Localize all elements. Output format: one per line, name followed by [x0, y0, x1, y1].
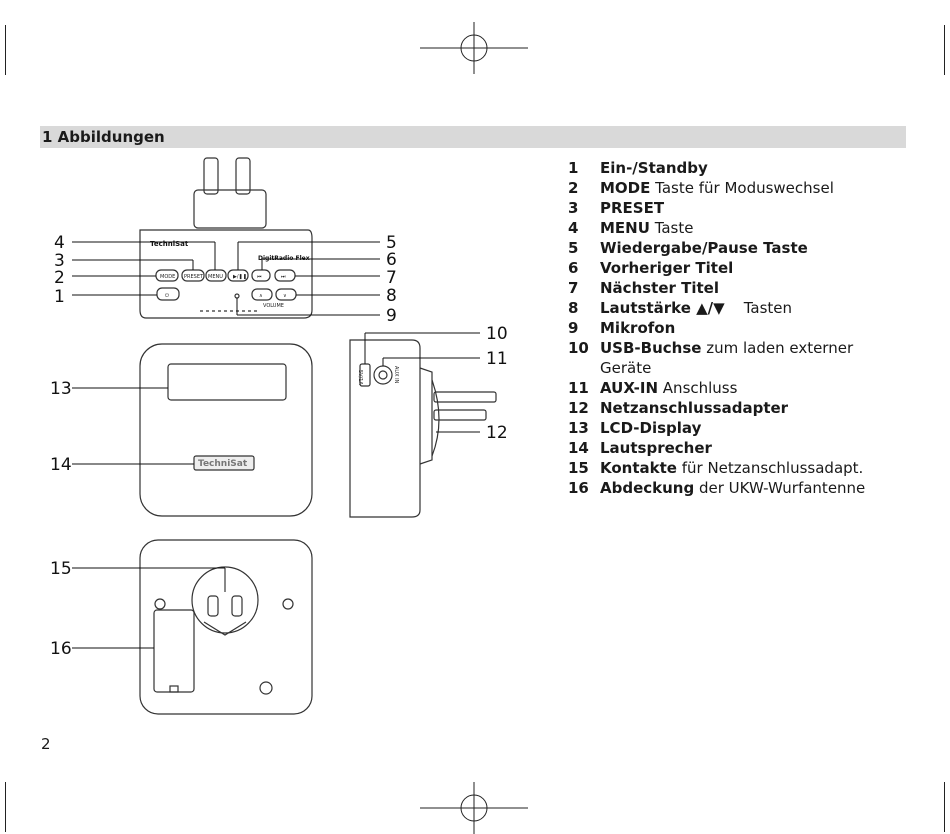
- microphone-hole: [234, 293, 240, 299]
- callout-4: 4: [54, 233, 65, 253]
- socket-contacts: [191, 566, 259, 634]
- callout-15: 15: [50, 559, 72, 579]
- volume-down-label: ∨: [283, 293, 287, 299]
- usb-port-label: 5V/1A: [357, 370, 363, 385]
- prev-button-label: ⏮: [257, 274, 262, 280]
- callout-6: 6: [386, 250, 397, 270]
- callout-2: 2: [54, 268, 65, 288]
- section-title: 1 Abbildungen: [42, 128, 165, 146]
- side-plug-body: [419, 367, 433, 465]
- brand-label-front: TechniSat: [198, 459, 248, 469]
- callout-1: 1: [54, 287, 65, 307]
- section-header-bar: 1 Abbildungen: [40, 126, 906, 148]
- menu-button: [205, 269, 227, 282]
- volume-up-button: [251, 288, 273, 301]
- registration-mark-top: [420, 22, 528, 74]
- side-plug-prong-2: [433, 409, 487, 421]
- crop-mark-top-right: [944, 25, 945, 75]
- power-button: [156, 287, 180, 301]
- power-button-label: ⏻: [165, 293, 169, 299]
- volume-up-label: ∧: [259, 293, 263, 299]
- back-view-housing: [139, 539, 313, 715]
- menu-button-label: MENU: [208, 274, 223, 280]
- plug-prong-right: [235, 157, 251, 195]
- callout-14: 14: [50, 455, 72, 475]
- play-pause-button-label: ▶/❚❚: [233, 274, 247, 280]
- callout-9: 9: [386, 306, 397, 326]
- registration-mark-bottom: [420, 782, 528, 834]
- page-number: 2: [41, 735, 51, 753]
- callout-10: 10: [486, 324, 508, 344]
- volume-label: VOLUME: [263, 303, 284, 309]
- next-button-label: ⏭: [281, 274, 286, 280]
- callout-3: 3: [54, 251, 65, 271]
- callout-5: 5: [386, 233, 397, 253]
- aux-port-outer: [373, 365, 393, 385]
- crop-mark-bottom-left: [5, 782, 6, 832]
- callout-11: 11: [486, 349, 508, 369]
- crop-mark-top-left: [5, 25, 6, 75]
- callout-16: 16: [50, 639, 72, 659]
- brand-label-top: TechniSat: [150, 240, 189, 248]
- screw-top-left: [154, 598, 166, 610]
- callout-13: 13: [50, 379, 72, 399]
- callout-12: 12: [486, 423, 508, 443]
- aux-port-inner: [378, 370, 388, 380]
- aux-port-label: AUX IN: [393, 366, 399, 384]
- plug-prong-left: [203, 157, 219, 195]
- device-illustration: MODE PRESET MENU ▶/❚❚ ⏮ ⏭ ⏻ ∧ ∨ VOLUME T…: [50, 157, 508, 715]
- callout-7: 7: [386, 268, 397, 288]
- front-view-housing: [139, 343, 313, 517]
- brand-plate: [193, 455, 255, 471]
- callout-8: 8: [386, 286, 397, 306]
- screw-bottom: [259, 681, 273, 695]
- side-plug-prong-1: [433, 391, 497, 403]
- top-view-housing: [139, 229, 313, 319]
- prev-button: [251, 269, 271, 282]
- mode-button-label: MODE: [160, 274, 175, 280]
- side-view-housing: [349, 339, 421, 518]
- crop-mark-bottom-right: [944, 782, 945, 832]
- plug-body-top: [193, 189, 267, 229]
- screw-top-right: [282, 598, 294, 610]
- lcd-display: [167, 363, 287, 401]
- side-plug-face: [431, 379, 440, 457]
- antenna-cover: [153, 609, 195, 693]
- preset-button-label: PRESET: [184, 274, 204, 280]
